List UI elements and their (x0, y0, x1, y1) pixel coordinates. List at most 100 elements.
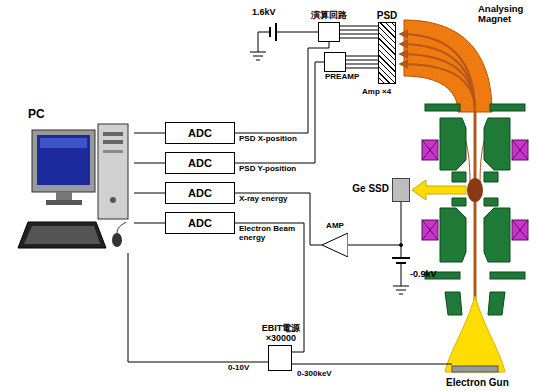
node-label: ADC (188, 127, 212, 139)
magnet-coil (422, 220, 438, 240)
battery-1.6kv (258, 32, 270, 52)
calc-circuit-box: 演算回路 (318, 22, 340, 42)
magnet-coil (512, 220, 528, 240)
amp-symbol (322, 233, 348, 257)
amp-symbol (322, 233, 348, 257)
battery-0.9kv (393, 286, 409, 294)
node-label: Ge SSD (352, 183, 389, 194)
ion-beam (400, 54, 475, 112)
signal-wire (235, 62, 324, 163)
computer-drawing (103, 140, 123, 144)
node-label: ADC (188, 157, 212, 169)
ion-beam (400, 34, 475, 112)
electron-gun (452, 366, 498, 372)
annotation-label: 0-300keV (297, 370, 332, 379)
xray-arrow (412, 180, 466, 200)
magnet-coil (422, 140, 438, 160)
psd-detector: PSD (378, 22, 396, 84)
ion-beam (400, 34, 475, 112)
ebit-electrodes (425, 104, 460, 111)
computer-drawing (40, 138, 87, 148)
node-label: PC (28, 108, 45, 121)
node-label: 演算回路 (311, 11, 347, 21)
annotation-label: Amp ×4 (362, 88, 391, 97)
signal-wire (128, 253, 268, 362)
ion-cloud (467, 178, 483, 202)
preamp-box: PREAMP (324, 52, 346, 72)
signal-label: PSD Y-position (239, 165, 296, 174)
computer-drawing (110, 197, 116, 203)
computer-drawing (103, 150, 123, 153)
ion-beam (400, 44, 475, 112)
signal-wire (134, 133, 165, 134)
computer-drawing (56, 192, 72, 200)
signal-wire (134, 193, 165, 194)
signal-wire (134, 163, 165, 164)
signal-wire (235, 223, 304, 352)
electron-gun (445, 296, 505, 372)
signal-wire (134, 223, 165, 224)
analysing-magnet (404, 20, 492, 112)
magnet-coil (512, 220, 528, 240)
node-label: PSD (377, 10, 398, 21)
ebit-electrodes (452, 172, 466, 182)
signal-label: PSD X-position (239, 135, 297, 144)
battery-0.9kv (401, 263, 402, 286)
signal-wire (235, 193, 322, 245)
annotation-label: 1.6kV (252, 8, 276, 18)
ebit-electrodes (484, 208, 510, 262)
signal-label: X-ray energy (239, 195, 287, 204)
computer-drawing (117, 222, 126, 233)
battery-1.6kv (275, 23, 277, 41)
ebit-electrodes (425, 104, 525, 315)
battery-1.6kv (276, 32, 318, 33)
computer-drawing (24, 226, 100, 244)
magnet-coil (422, 140, 438, 160)
computer-drawing (32, 130, 95, 192)
ebit-electrodes (440, 118, 466, 170)
amp-triangle: AMP (322, 233, 348, 257)
node-label: EBIT電源 ×30000 (258, 324, 304, 344)
xray-arrow (412, 180, 466, 200)
annotation-label: Electron Gun (446, 377, 509, 388)
gun-wire (292, 364, 452, 365)
ebit-electrodes (488, 292, 505, 315)
node-label: ADC (188, 187, 212, 199)
annotation-label: Analysing Magnet (478, 4, 534, 25)
node-label: AMP (326, 222, 344, 231)
battery-0.9kv (392, 244, 410, 295)
ebit-electrodes (484, 118, 510, 170)
computer-drawing (18, 124, 128, 248)
computer-drawing (18, 222, 106, 248)
computer-drawing (112, 233, 122, 247)
computer-drawing (37, 135, 90, 185)
ion-beam (400, 64, 475, 112)
computer-drawing (46, 200, 82, 205)
analysing-magnet (404, 20, 492, 112)
gun-wire (292, 364, 452, 365)
ebit-electrodes (484, 198, 498, 206)
adc-box: ADC (165, 152, 235, 174)
ebit-power-box: EBIT電源 ×30000 (268, 345, 292, 371)
adc-box: ADC (165, 122, 235, 144)
signal-wire (348, 202, 401, 245)
annotation-label: -0.9kV (410, 270, 437, 280)
signal-label: 0-10V (228, 364, 249, 373)
ebit-electrodes (490, 104, 525, 111)
computer-drawing (98, 124, 128, 219)
ebit-electrodes (445, 292, 462, 315)
signal-wire (340, 26, 378, 38)
magnet-coil (512, 140, 528, 160)
magnet-coil (512, 140, 528, 160)
adc-box: ADC (165, 212, 235, 234)
ge-ssd-detector: Ge SSD (392, 178, 410, 202)
signal-label: Electron Beam energy (239, 225, 299, 243)
computer-drawing (103, 132, 123, 136)
node-label: ADC (188, 217, 212, 229)
ebit-electrodes (490, 272, 525, 279)
electron-gun (445, 296, 505, 372)
ebit-electrodes (452, 198, 466, 206)
signal-wire (346, 56, 378, 68)
computer: PC (20, 108, 134, 253)
